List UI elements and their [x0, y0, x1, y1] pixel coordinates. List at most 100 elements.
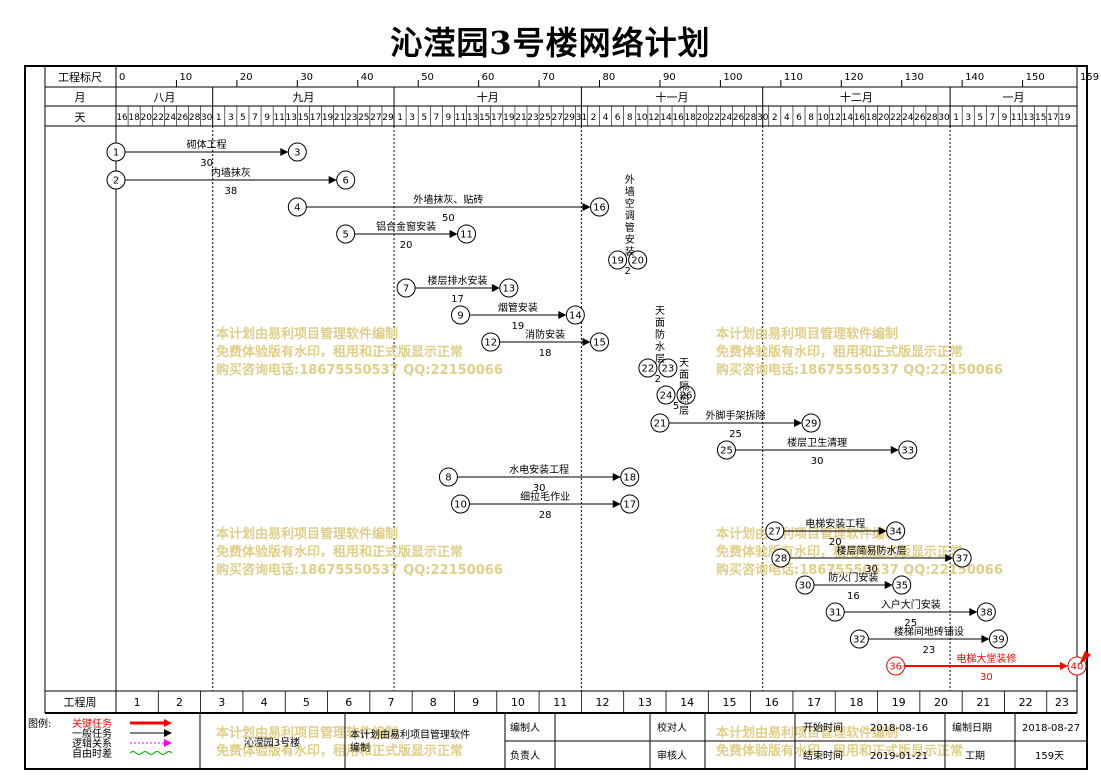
watermark-line-1: 本计划由易利项目管理软件编制	[716, 526, 898, 542]
watermark-footer-line-2b: 免费体验版有水印，租用和正式版显示正常	[716, 743, 963, 759]
week-number: 6	[345, 696, 352, 709]
event-node-label: 15	[593, 338, 606, 349]
week-number: 3	[218, 696, 225, 709]
task-name: 铝合金窗安装	[376, 220, 436, 233]
day-tick-label: 7	[990, 113, 996, 123]
task-arrow-head	[558, 311, 567, 319]
outer-border	[24, 65, 1088, 770]
month-name: 十一月	[656, 90, 689, 104]
event-node	[886, 656, 906, 676]
day-tick-label: 20	[140, 113, 152, 123]
event-node-label: 23	[662, 364, 675, 375]
day-tick-label: 16	[854, 113, 866, 123]
chart-frame	[24, 65, 1088, 770]
vertical-task-name-char: 管	[625, 221, 635, 234]
day-tick-label: 22	[709, 113, 720, 123]
footer-start-label: 开始时间	[803, 721, 843, 734]
day-tick-label: 28	[189, 113, 201, 123]
event-node-label: 19	[611, 256, 624, 267]
watermark-line-2: 免费体验版有水印，租用和正式版显示正常	[716, 344, 963, 360]
day-tick-label: 25	[358, 113, 369, 123]
event-node	[608, 250, 628, 270]
day-tick-label: 18	[128, 113, 140, 123]
event-node-label: 26	[680, 391, 693, 402]
task-duration: 28	[539, 510, 552, 521]
event-node	[628, 250, 648, 270]
day-tick-label: 17	[1047, 113, 1058, 123]
task-arrow-head	[491, 284, 500, 292]
week-number: 2	[176, 696, 183, 709]
event-node-label: 3	[294, 148, 300, 159]
legend-item-label: 一般任务	[72, 727, 112, 740]
day-tick-label: 2	[591, 113, 597, 123]
event-node-label: 2	[113, 176, 119, 187]
week-number: 1	[134, 696, 141, 709]
task-name: 内墙抹灰	[211, 166, 251, 179]
task-duration: 19	[512, 321, 525, 332]
day-tick-label: 17	[310, 113, 321, 123]
event-node-label: 37	[956, 554, 969, 565]
day-tick-label: 31	[576, 113, 587, 123]
event-node	[620, 494, 640, 514]
day-tick-label: 28	[926, 113, 938, 123]
event-node	[396, 278, 416, 298]
event-node	[650, 413, 670, 433]
task-arrow-head	[945, 554, 954, 562]
day-tick-label: 8	[627, 113, 633, 123]
day-tick-label: 4	[603, 113, 609, 123]
event-node	[106, 170, 126, 190]
day-tick-label: 20	[878, 113, 890, 123]
event-node-label: 13	[502, 284, 515, 295]
event-node	[336, 224, 356, 244]
footer-start-value: 2018-08-16	[870, 723, 928, 734]
task-arrow-head	[884, 581, 893, 589]
event-node	[451, 494, 471, 514]
watermark-footer-line-2: 免费体验版有水印，租用和正式版显示正常	[216, 743, 463, 759]
day-tick-label: 20	[697, 113, 709, 123]
day-tick-label: 6	[615, 113, 621, 123]
task-arrow-head	[1060, 662, 1068, 670]
day-tick-label: 25	[539, 113, 550, 123]
task-duration: 16	[847, 591, 860, 602]
task-duration: 25	[904, 618, 917, 629]
event-node-label: 22	[642, 364, 655, 375]
day-tick-label: 8	[808, 113, 814, 123]
footer-reviewer-label: 审核人	[657, 749, 687, 762]
task-duration: 30	[865, 564, 878, 575]
event-node	[988, 629, 1008, 649]
day-tick-label: 15	[1035, 113, 1046, 123]
ruler-tick-label: 30	[300, 72, 313, 83]
event-node	[620, 467, 640, 487]
month-name: 九月	[292, 91, 314, 104]
legend-item-arrow	[164, 729, 172, 737]
task-name: 楼梯间地砖铺设	[894, 625, 964, 638]
task-duration: 18	[539, 348, 552, 359]
task-arrow-head	[981, 635, 990, 643]
vertical-task-name-char: 面	[679, 370, 689, 381]
task-arrow-head	[328, 176, 337, 184]
task-arrow-head	[582, 338, 591, 346]
day-tick-label: 16	[116, 113, 128, 123]
ruler-tick-label: 159	[1080, 72, 1099, 83]
day-tick-label: 7	[252, 113, 258, 123]
week-number: 9	[472, 696, 479, 709]
event-node	[898, 440, 918, 460]
task-name: 水电安装工程	[509, 463, 569, 476]
week-number: 12	[596, 696, 610, 709]
day-tick-label: 21	[515, 113, 526, 123]
ruler-tick-label: 90	[663, 72, 676, 83]
day-tick-label: 9	[264, 113, 270, 123]
vertical-task-name-char: 安	[625, 233, 635, 246]
event-node	[287, 142, 307, 162]
event-node	[801, 413, 821, 433]
day-tick-label: 14	[660, 113, 672, 123]
footer-responsible-label: 负责人	[510, 749, 540, 762]
day-tick-label: 19	[1059, 113, 1071, 123]
watermark-line-1: 本计划由易利项目管理软件编制	[216, 526, 398, 542]
day-tick-label: 28	[745, 113, 757, 123]
event-node	[658, 358, 678, 378]
task-duration: 20	[829, 537, 842, 548]
event-node	[590, 332, 610, 352]
watermark-line-1: 本计划由易利项目管理软件编制	[716, 326, 898, 342]
